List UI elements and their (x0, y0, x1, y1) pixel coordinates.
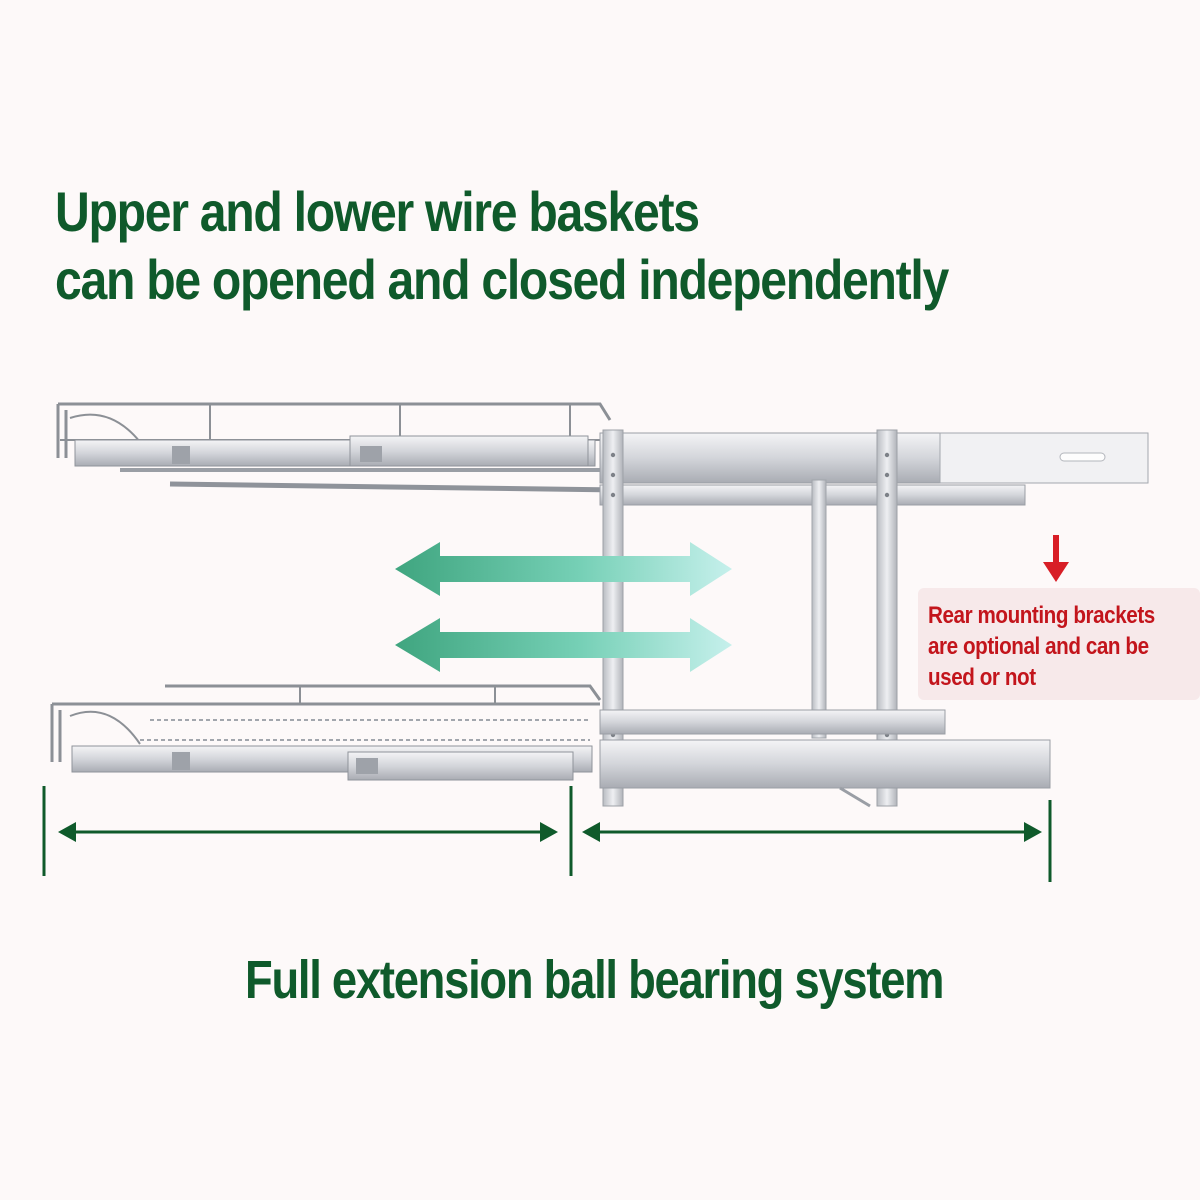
note-box: Rear mounting brackets are optional and … (918, 588, 1200, 700)
note-line-3: used or not (928, 664, 1036, 691)
headline-line-2: can be opened and closed independently (55, 248, 949, 311)
headline-line-1: Upper and lower wire baskets (55, 180, 700, 243)
lower-wire-basket (50, 684, 602, 762)
down-arrow-icon (1043, 535, 1069, 582)
note-line-2: are optional and can be (928, 633, 1149, 660)
lower-slide-rail (71, 709, 1051, 808)
double-arrow-icon (395, 618, 732, 672)
upper-slide-rail (74, 432, 1149, 506)
double-arrow-icon (395, 542, 732, 596)
note-text: Rear mounting brackets are optional and … (928, 600, 1155, 693)
note-line-1: Rear mounting brackets (928, 602, 1155, 629)
headline: Upper and lower wire baskets can be open… (55, 178, 949, 314)
caption: Full extension ball bearing system (245, 950, 945, 1010)
dimension-arrow-icon (42, 786, 1052, 882)
